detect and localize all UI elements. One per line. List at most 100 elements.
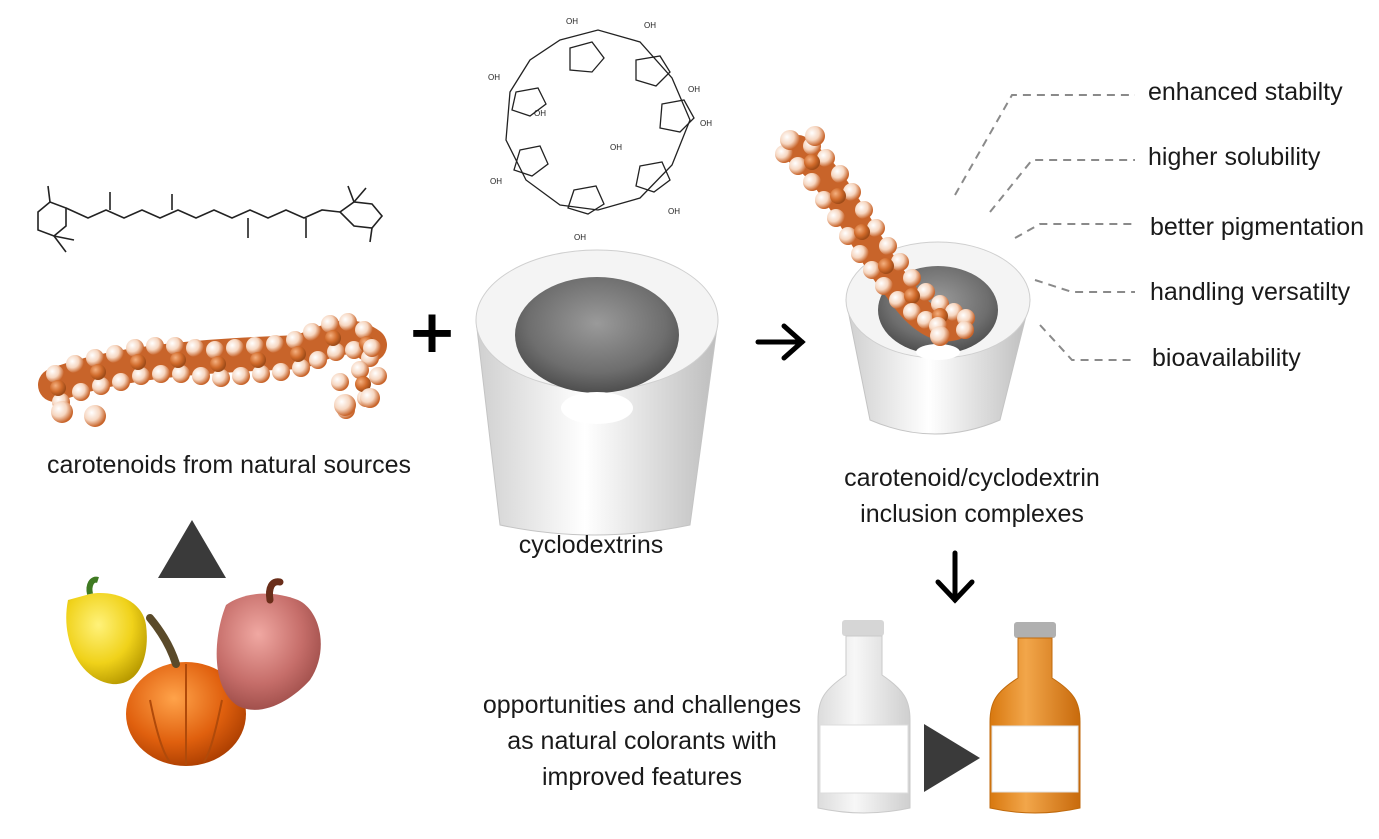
hydroxyl-group-labels: OH OH OH OH OH OH OH OH OH OH	[488, 17, 712, 242]
atom-sphere	[212, 369, 230, 387]
cyclodextrin-cylinder	[475, 249, 719, 536]
atom-sphere	[50, 380, 66, 396]
atom-sphere	[51, 401, 73, 423]
feature-enhanced-stability: enhanced stabilty	[1148, 78, 1343, 106]
atom-sphere	[867, 219, 885, 237]
atom-sphere	[891, 253, 909, 271]
atom-sphere	[192, 367, 210, 385]
atom-sphere	[166, 337, 184, 355]
reaction-arrow	[755, 323, 806, 361]
atom-sphere	[817, 149, 835, 167]
atom-sphere	[132, 367, 150, 385]
atom-sphere	[931, 295, 949, 313]
atom-sphere	[186, 339, 204, 357]
carotenoid-atoms-left	[46, 313, 387, 427]
complex-label-line1: carotenoid/cyclodextrin	[844, 464, 1100, 492]
oh-label: OH	[668, 207, 680, 216]
atom-sphere	[339, 313, 357, 331]
atom-sphere	[290, 346, 306, 362]
atom-sphere	[250, 352, 266, 368]
atom-sphere	[917, 283, 935, 301]
complex-label-line2: inclusion complexes	[860, 500, 1084, 528]
atom-sphere	[286, 331, 304, 349]
atom-sphere	[878, 258, 894, 274]
atom-sphere	[355, 376, 371, 392]
atom-sphere	[903, 303, 921, 321]
atom-sphere	[72, 383, 90, 401]
atom-sphere	[879, 237, 897, 255]
atom-sphere	[146, 337, 164, 355]
carotene-skeletal-structure	[37, 185, 384, 253]
atom-sphere	[232, 367, 250, 385]
feature-bioavailability: bioavailability	[1152, 344, 1301, 372]
atom-sphere	[112, 373, 130, 391]
atom-sphere	[815, 191, 833, 209]
atom-sphere	[805, 126, 825, 146]
atom-sphere	[252, 365, 270, 383]
atom-sphere	[904, 288, 920, 304]
opportunities-line3: improved features	[541, 763, 743, 791]
atom-sphere	[804, 154, 820, 170]
cyclodextrin-ring-structure	[505, 29, 695, 215]
atom-sphere	[309, 351, 327, 369]
transform-triangle	[924, 724, 980, 792]
carotenoids-label: carotenoids from natural sources	[46, 451, 412, 479]
atom-sphere	[66, 355, 84, 373]
feature-handling-versatility: handling versatilty	[1150, 278, 1351, 306]
feature-better-pigmentation: better pigmentation	[1150, 213, 1365, 241]
atom-sphere	[843, 183, 861, 201]
oh-label: OH	[700, 119, 712, 128]
atom-sphere	[780, 130, 800, 150]
atom-sphere	[210, 356, 226, 372]
cyclodextrins-label: cyclodextrins	[518, 531, 664, 559]
feature-higher-solubility: higher solubility	[1148, 143, 1321, 171]
atom-sphere	[292, 359, 310, 377]
pumpkin-image	[126, 614, 246, 766]
clear-bottle-image	[817, 620, 911, 814]
amber-bottle-image	[989, 622, 1081, 814]
atom-sphere	[246, 337, 264, 355]
opportunities-line1: opportunities and challenges	[482, 691, 802, 719]
atom-sphere	[355, 321, 373, 339]
up-triangle	[158, 520, 226, 578]
atom-sphere	[86, 349, 104, 367]
down-arrow	[935, 550, 975, 604]
atom-sphere	[851, 245, 869, 263]
atom-sphere	[126, 339, 144, 357]
atom-sphere	[369, 367, 387, 385]
oh-label: OH	[490, 177, 502, 186]
plus-operator: +	[407, 297, 457, 367]
atom-sphere	[46, 365, 64, 383]
atom-sphere	[130, 354, 146, 370]
carotenoid-atoms-right	[775, 126, 975, 346]
oh-label: OH	[566, 17, 578, 26]
atom-sphere	[803, 173, 821, 191]
red-pepper-image	[216, 578, 321, 710]
atom-sphere	[903, 269, 921, 287]
atom-sphere	[839, 227, 857, 245]
atom-sphere	[303, 323, 321, 341]
oh-label: OH	[688, 85, 700, 94]
oh-label: OH	[644, 21, 656, 30]
atom-sphere	[206, 341, 224, 359]
atom-sphere	[321, 315, 339, 333]
atom-sphere	[875, 277, 893, 295]
atom-sphere	[106, 345, 124, 363]
atom-sphere	[325, 330, 341, 346]
opportunities-line2: as natural colorants with	[507, 727, 777, 755]
atom-sphere	[92, 377, 110, 395]
oh-label: OH	[574, 233, 586, 242]
oh-label: OH	[534, 109, 546, 118]
atom-sphere	[272, 363, 290, 381]
atom-sphere	[152, 365, 170, 383]
atom-sphere	[266, 335, 284, 353]
atom-sphere	[84, 405, 106, 427]
yellow-pepper-image	[66, 576, 147, 685]
atom-sphere	[345, 341, 363, 359]
atom-sphere	[351, 361, 369, 379]
atom-sphere	[172, 365, 190, 383]
atom-sphere	[331, 373, 349, 391]
oh-label: OH	[488, 73, 500, 82]
atom-sphere	[334, 394, 356, 416]
